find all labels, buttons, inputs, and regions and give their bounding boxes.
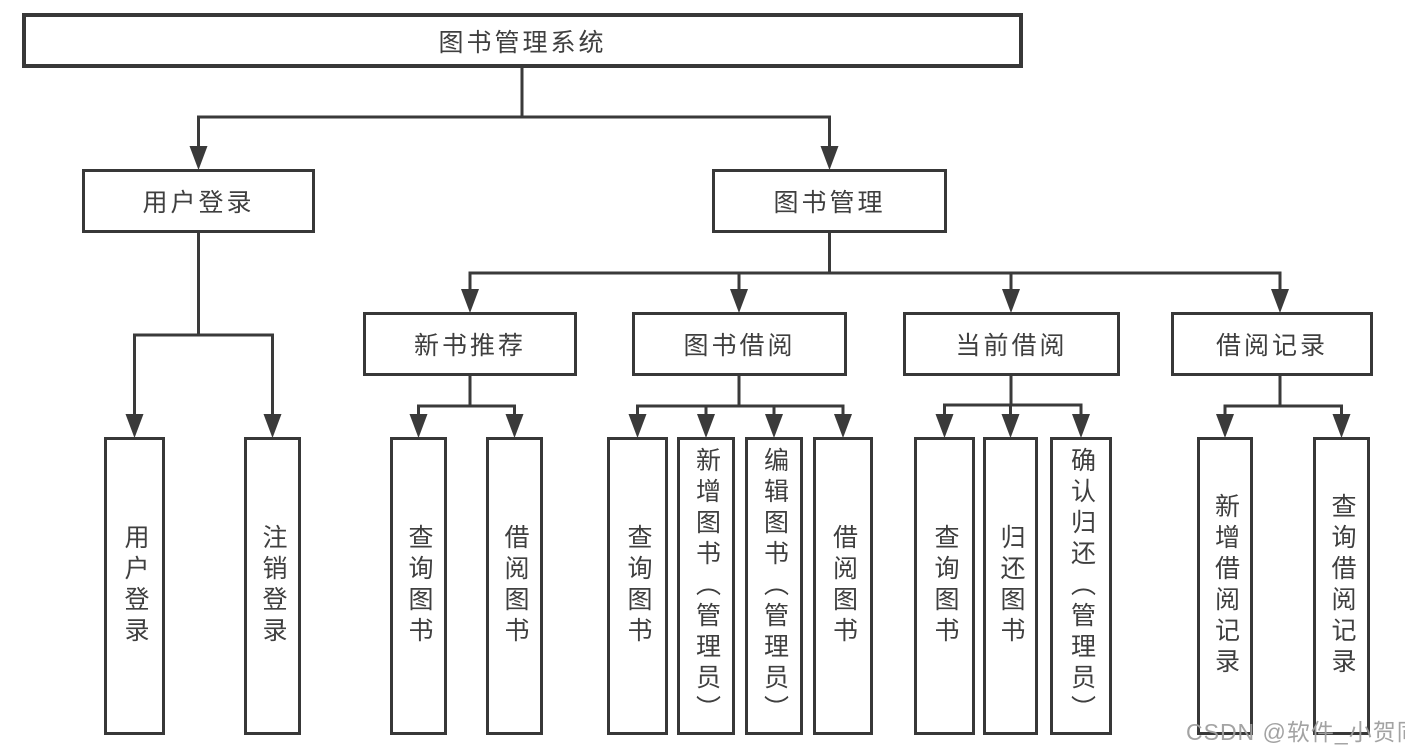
node-label: 新增借阅记录 <box>1211 493 1240 679</box>
node-label: 确认归还（管理员） <box>1067 446 1096 726</box>
edges-book-borrow <box>636 374 845 420</box>
arrowhead-icon <box>263 414 282 438</box>
node-label: 新增图书（管理员） <box>692 446 721 726</box>
watermark: CSDN @软件_小贺同学 <box>1186 719 1405 745</box>
node-label: 查询图书 <box>931 524 959 648</box>
node-edit-books-admin: 编辑图书（管理员） <box>745 437 803 735</box>
arrowhead-icon <box>834 414 852 438</box>
arrowhead-icon <box>935 414 954 438</box>
node-label: 图书借阅 <box>683 332 796 360</box>
arrowhead-icon <box>505 414 524 438</box>
node-label: 借阅图书 <box>829 524 858 648</box>
node-logout-leaf: 注销登录 <box>244 437 301 735</box>
node-label: 查询借阅记录 <box>1328 493 1356 679</box>
arrowhead-icon <box>1001 414 1020 438</box>
arrowhead-icon <box>1271 289 1289 313</box>
arrowhead-icon <box>628 414 647 438</box>
node-label: 查询图书 <box>405 524 433 648</box>
node-label: 借阅记录 <box>1215 332 1328 360</box>
edges-borrow-records <box>1223 374 1343 420</box>
edge-arrowheads <box>125 146 1351 438</box>
node-label: 用户登录 <box>121 524 149 648</box>
arrowhead-icon <box>1216 414 1234 438</box>
node-user-login: 用户登录 <box>82 169 315 233</box>
arrowhead-icon <box>125 414 144 438</box>
node-label: 用户登录 <box>142 189 255 217</box>
node-return-books: 归还图书 <box>983 437 1038 735</box>
arrowhead-icon <box>1332 414 1351 438</box>
node-label: 借阅图书 <box>501 524 529 648</box>
edges-current-borrow <box>943 374 1083 420</box>
arrowhead-icon <box>765 414 783 438</box>
node-search-books-recommend: 查询图书 <box>390 437 447 735</box>
node-label: 查询图书 <box>624 524 652 648</box>
node-user-login-leaf: 用户登录 <box>104 437 165 735</box>
node-label: 当前借阅 <box>955 332 1068 360</box>
arrowhead-icon <box>820 146 839 170</box>
node-label: 图书管理系统 <box>438 28 607 57</box>
node-label: 新书推荐 <box>413 332 526 360</box>
node-book-borrow: 图书借阅 <box>632 312 847 376</box>
node-borrow-records: 借阅记录 <box>1171 312 1373 376</box>
node-search-books-borrow: 查询图书 <box>607 437 668 735</box>
edge-shafts <box>133 66 1343 420</box>
node-borrow-books-leaf: 借阅图书 <box>813 437 873 735</box>
node-label: 注销登录 <box>259 524 287 648</box>
arrowhead-icon <box>1002 289 1020 313</box>
arrowhead-icon <box>1072 414 1090 438</box>
node-label: 图书管理 <box>773 189 886 217</box>
edges-book-management <box>468 231 1282 295</box>
node-root: 图书管理系统 <box>22 13 1023 68</box>
edges-user-login <box>133 231 274 420</box>
arrowhead-icon <box>461 289 479 313</box>
edges-new-book-recommend <box>417 374 516 420</box>
node-confirm-return-admin: 确认归还（管理员） <box>1050 437 1112 735</box>
node-current-borrow: 当前借阅 <box>903 312 1120 376</box>
arrowhead-icon <box>697 414 715 438</box>
arrowhead-icon <box>409 414 428 438</box>
node-book-management: 图书管理 <box>712 169 947 233</box>
node-label: 编辑图书（管理员） <box>760 446 789 726</box>
node-add-borrow-record: 新增借阅记录 <box>1197 437 1253 735</box>
edges-root <box>197 66 831 152</box>
arrowhead-icon <box>189 146 208 170</box>
node-borrow-books-recommend: 借阅图书 <box>486 437 543 735</box>
node-search-books-current: 查询图书 <box>914 437 975 735</box>
arrowhead-icon <box>730 289 748 313</box>
node-search-borrow-record: 查询借阅记录 <box>1313 437 1370 735</box>
node-label: 归还图书 <box>997 524 1025 648</box>
node-new-book-recommend: 新书推荐 <box>363 312 577 376</box>
node-add-books-admin: 新增图书（管理员） <box>677 437 735 735</box>
